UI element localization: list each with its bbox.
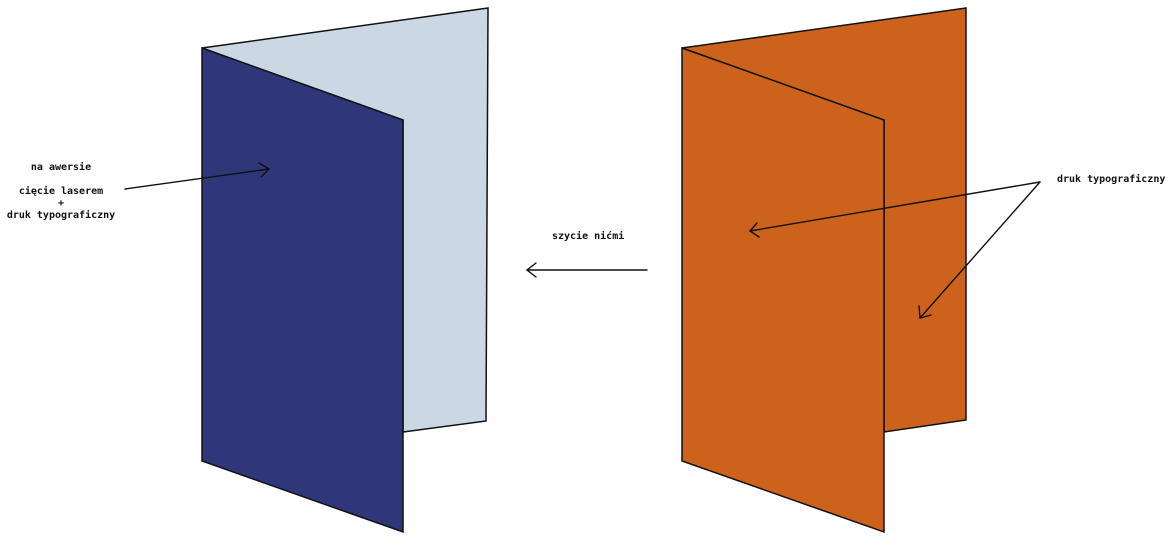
middle-annotation: szycie nićmi: [552, 231, 625, 242]
left-booklet: [201, 7, 489, 534]
left-annotation-print: druk typograficzny: [6, 210, 116, 221]
arrow-right-to-back: [918, 181, 1041, 319]
arrow-right-to-front: [748, 181, 1041, 238]
right-booklet-front-panel: [681, 46, 885, 534]
arrows: [124, 162, 1041, 319]
left-booklet-front-panel: [201, 46, 404, 534]
right-booklet: [681, 7, 967, 534]
arrow-middle: [525, 262, 648, 278]
arrow-left-label: [124, 162, 271, 190]
left-annotation-plus: +: [57, 198, 65, 209]
left-annotation: na awersie cięcie laserem + druk typogra…: [6, 162, 116, 222]
left-annotation-laser: cięcie laserem: [18, 186, 104, 197]
left-annotation-title: na awersie: [30, 162, 92, 173]
right-annotation: druk typograficzny: [1057, 174, 1166, 185]
left-annotation-gap: [6, 174, 116, 186]
